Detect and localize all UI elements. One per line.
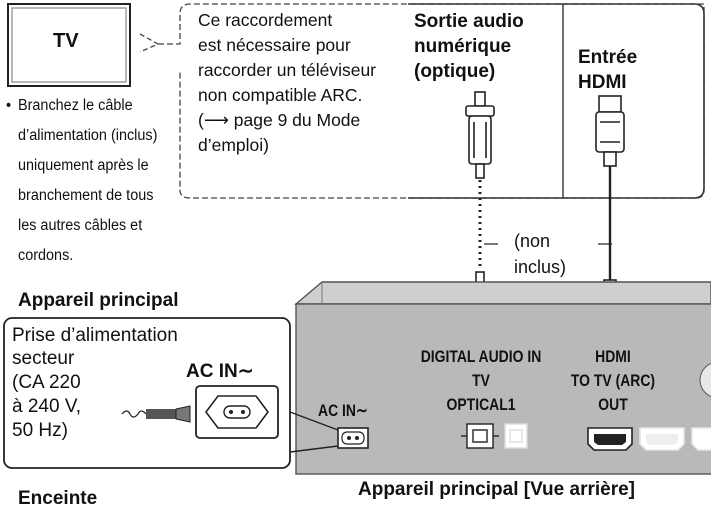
ac-in-socket-panel xyxy=(337,427,369,449)
hdmi-input-label: HDMI xyxy=(578,72,627,93)
note-line: raccorder un téléviseur xyxy=(198,60,376,80)
cable-note: (non xyxy=(514,231,551,251)
cable-note: inclus) xyxy=(514,257,567,277)
main-unit-heading: Appareil principal xyxy=(18,290,179,311)
callout-pointer xyxy=(139,33,160,53)
bullet-line: branchement de tous xyxy=(18,187,154,204)
note-line: Ce raccordement xyxy=(198,10,333,30)
optical-output-label: (optique) xyxy=(414,61,496,82)
hdmi-out-label: HDMI xyxy=(595,347,631,366)
bullet-line: d’alimentation (inclus) xyxy=(18,127,158,144)
outlet-label: 50 Hz) xyxy=(12,420,68,441)
digital-audio-label: DIGITAL AUDIO IN xyxy=(420,347,542,366)
rear-view-caption: Appareil principal [Vue arrière] xyxy=(358,479,635,500)
outlet-label: à 240 V, xyxy=(12,396,82,417)
outlet-label: (CA 220 xyxy=(12,372,81,393)
hdmi-input-label: Entrée xyxy=(578,47,638,68)
speaker-heading: Enceinte xyxy=(18,488,98,509)
note-line: d’emploi) xyxy=(198,135,269,155)
bullet-line: Branchez le câble xyxy=(18,97,133,114)
ac-in-socket-large xyxy=(195,385,279,439)
ac-in-large-label: AC IN∼ xyxy=(186,361,254,382)
note-line: est nécessaire pour xyxy=(198,35,351,55)
ac-in-panel-label: AC IN∼ xyxy=(318,401,368,420)
hdmi-out-label: TO TV (ARC) xyxy=(570,371,656,390)
power-cord xyxy=(121,405,191,423)
hdmi-out-label: OUT xyxy=(598,395,628,414)
hdmi-socket-2 xyxy=(639,427,685,451)
tv-label: TV xyxy=(53,30,79,52)
digital-audio-label: TV xyxy=(472,371,490,390)
optical-output-label: Sortie audio xyxy=(414,11,524,32)
bullet-line: uniquement après le xyxy=(18,157,149,174)
bullet-line: les autres câbles et xyxy=(18,217,143,234)
outlet-label: secteur xyxy=(12,348,75,369)
bullet-line: cordons. xyxy=(18,247,74,264)
hdmi-plug-top xyxy=(595,95,625,167)
dashed-callout xyxy=(158,3,705,199)
bullet-symbol: • xyxy=(6,97,12,114)
outlet-label: Prise d’alimentation xyxy=(12,325,178,346)
optical-output-label: numérique xyxy=(414,36,512,57)
hdmi-socket-3 xyxy=(691,427,711,451)
optical-plug-top xyxy=(465,91,495,179)
digital-audio-label: OPTICAL1 xyxy=(446,395,516,414)
hdmi-socket-out xyxy=(587,427,633,451)
note-line: non compatible ARC. xyxy=(198,85,363,105)
note-line-arrow: (⟶ page 9 du Mode xyxy=(198,110,361,130)
tv-rear-panel xyxy=(408,3,705,199)
optical-socket-2 xyxy=(504,423,528,449)
optical-socket-1 xyxy=(461,423,499,449)
